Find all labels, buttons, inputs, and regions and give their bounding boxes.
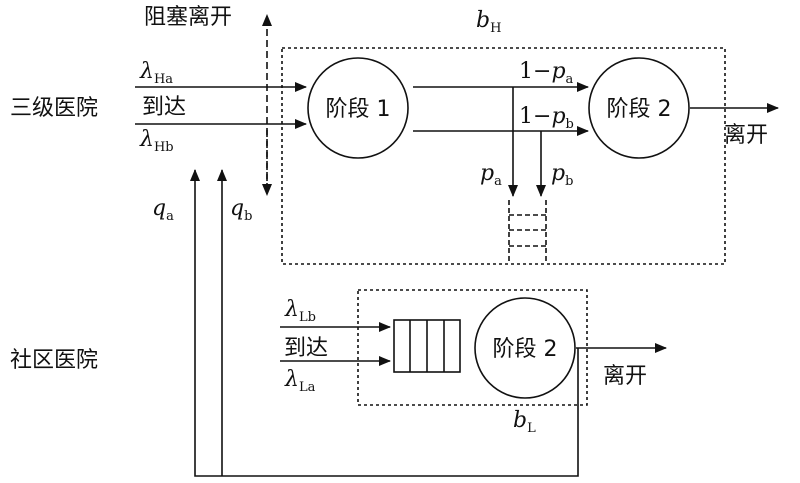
tertiary-hospital-label: 三级医院: [10, 96, 98, 121]
lambda-hb: λHb: [139, 127, 174, 155]
one-minus-pa-label: 1−pa: [519, 59, 574, 87]
lambda-lb: λLb: [284, 297, 316, 325]
arrive-label-community: 到达: [284, 336, 328, 361]
stage2-label-community: 阶段 2: [493, 337, 558, 362]
referral-path: [190, 169, 579, 477]
tertiary-hospital-boundary: [281, 47, 726, 265]
lambda-ha: λHa: [139, 59, 173, 87]
one-minus-pb-label: 1−pb: [519, 104, 574, 132]
stage2-node-community: [474, 297, 576, 399]
leave-label-tertiary: 离开: [724, 123, 768, 148]
community-queue: [393, 319, 461, 373]
pb-label: pb: [551, 161, 573, 189]
q-b-label: qb: [230, 196, 252, 224]
blocked-queue: [508, 200, 547, 263]
blocked-leave-label: 阻塞离开: [144, 5, 232, 30]
stage1-node-tertiary: [307, 57, 409, 159]
lambda-la: λLa: [284, 367, 316, 395]
b-h-label: bH: [476, 8, 501, 36]
stage2-label-tertiary: 阶段 2: [607, 97, 672, 122]
pa-label: pa: [480, 161, 502, 189]
stage2-node-tertiary: [588, 57, 690, 159]
q-a-label: qa: [152, 196, 174, 224]
community-hospital-label: 社区医院: [10, 348, 98, 373]
arrive-label-tertiary: 到达: [142, 95, 186, 120]
b-l-label: bL: [513, 408, 536, 436]
stage1-label: 阶段 1: [326, 97, 391, 122]
community-hospital-boundary: [357, 289, 588, 406]
leave-label-community: 离开: [603, 364, 647, 389]
